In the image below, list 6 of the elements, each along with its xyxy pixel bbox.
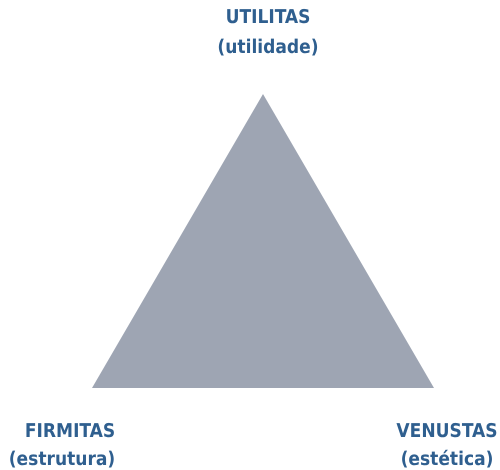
vertex-label: VENUSTAS: [396, 420, 498, 442]
vertex-label: FIRMITAS: [24, 420, 116, 442]
vertex-label: UTILITAS: [226, 6, 310, 28]
subtitle-label: (utilidade): [217, 36, 319, 58]
subtitle-label: (estética): [400, 448, 494, 470]
subtitle-label: (estrutura): [8, 448, 116, 470]
